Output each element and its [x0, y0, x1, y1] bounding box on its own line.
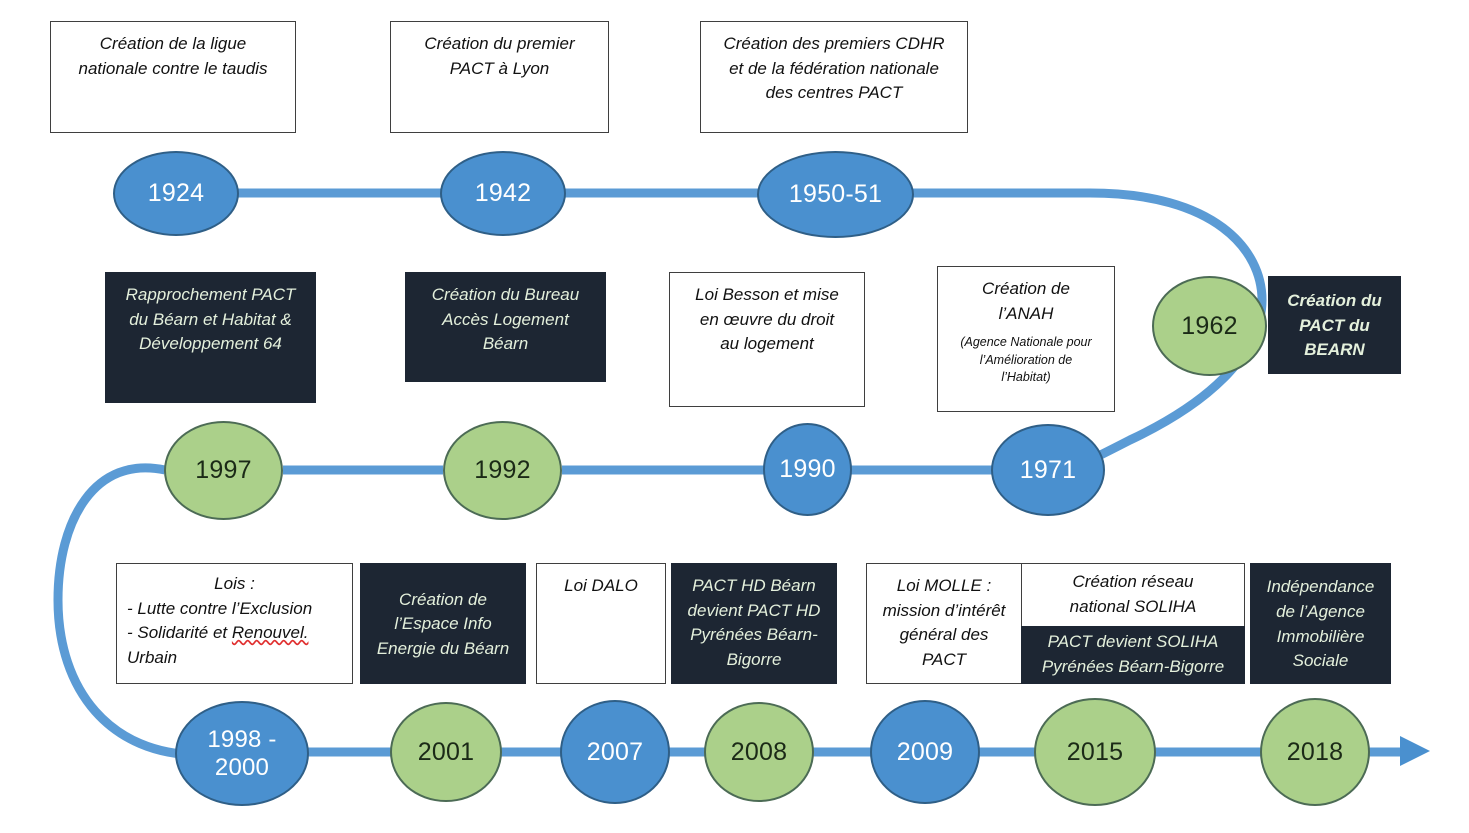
event-line: Développement 64 — [139, 334, 282, 354]
event-box-2007: Loi DALO — [536, 563, 666, 684]
event-line: en œuvre du droit — [699, 309, 835, 329]
event-line: PACT devient SOLIHA — [1047, 632, 1219, 652]
timeline-node-1990[interactable]: 1990 — [763, 423, 852, 516]
event-box-1971: Création de l’ANAH (Agence Nationale pou… — [937, 266, 1115, 412]
timeline-node-2018[interactable]: 2018 — [1260, 698, 1370, 806]
event-box-1950-51: Création des premiers CDHR et de la fédé… — [700, 21, 968, 133]
event-list-item: - Lutte contre l’Exclusion — [127, 598, 313, 618]
timeline-node-2008[interactable]: 2008 — [704, 702, 814, 802]
event-box-1962: Création du PACT du BEARN — [1268, 276, 1401, 374]
event-box-2015-bottom: PACT devient SOLIHA Pyrénées Béarn-Bigor… — [1021, 625, 1245, 684]
event-line: Indépendance — [1266, 577, 1375, 597]
node-label: 1998 - 2000 — [207, 725, 277, 781]
event-list-item: Urbain — [127, 647, 178, 667]
event-line: Création de la ligue — [99, 34, 247, 53]
event-line: Béarn — [482, 334, 529, 354]
timeline-node-1998-2000[interactable]: 1998 - 2000 — [175, 701, 309, 806]
event-box-2009: Loi MOLLE : mission d’intérêt général de… — [866, 563, 1022, 684]
event-line: au logement — [720, 334, 814, 354]
event-line: Loi Besson et mise — [695, 285, 839, 304]
event-line: Rapprochement PACT — [125, 285, 296, 304]
node-label: 2008 — [730, 737, 788, 766]
node-label: 1992 — [474, 456, 531, 485]
event-list-title: Lois : — [214, 574, 255, 593]
event-line: Immobilière — [1276, 626, 1365, 646]
event-line: Création du — [1287, 291, 1382, 311]
node-label: 1962 — [1181, 311, 1238, 340]
event-line: Création de — [399, 589, 487, 609]
event-box-2001: Création de l’Espace Info Energie du Béa… — [360, 563, 526, 684]
node-label: 2018 — [1286, 737, 1344, 766]
timeline-node-1992[interactable]: 1992 — [443, 421, 562, 520]
event-line: devient PACT HD — [687, 600, 821, 620]
timeline-node-1950-51[interactable]: 1950-51 — [757, 151, 914, 238]
node-label: 1997 — [195, 456, 252, 485]
event-box-1997: Rapprochement PACT du Béarn et Habitat &… — [105, 272, 316, 403]
timeline-node-1962[interactable]: 1962 — [1152, 276, 1267, 376]
timeline-node-1924[interactable]: 1924 — [113, 151, 239, 236]
event-line: Pyrénées Béarn-Bigorre — [1041, 656, 1225, 676]
timeline-node-2009[interactable]: 2009 — [870, 700, 980, 804]
event-line: mission d’intérêt — [882, 600, 1006, 620]
event-box-1942: Création du premier PACT à Lyon — [390, 21, 609, 133]
event-line: Création du Bureau — [431, 285, 580, 304]
timeline-node-1971[interactable]: 1971 — [991, 424, 1105, 516]
event-subline: l’Amélioration de — [979, 352, 1073, 367]
node-label: 1971 — [1019, 455, 1077, 484]
node-label: 1990 — [779, 455, 836, 484]
event-box-2015: Création réseau national SOLIHA PACT dev… — [1021, 563, 1245, 684]
timeline-node-2007[interactable]: 2007 — [560, 700, 670, 804]
timeline-node-1997[interactable]: 1997 — [164, 421, 283, 520]
event-line: PACT à Lyon — [449, 58, 550, 78]
event-line: du Béarn et Habitat & — [129, 309, 292, 329]
event-box-1998-2000: Lois : - Lutte contre l’Exclusion - Soli… — [116, 563, 353, 684]
event-line: Création des premiers CDHR — [723, 34, 945, 53]
event-box-2018: Indépendance de l’Agence Immobilière Soc… — [1250, 563, 1391, 684]
event-line: Création du premier — [424, 34, 575, 53]
node-label: 1942 — [474, 179, 532, 208]
event-line: national SOLIHA — [1069, 596, 1197, 616]
event-line: général des — [899, 625, 989, 645]
event-line: nationale contre le taudis — [78, 58, 268, 78]
node-label: 2007 — [586, 737, 644, 766]
event-list-item: - Solidarité et Renouvel. — [127, 623, 309, 643]
event-subline: (Agence Nationale pour — [960, 335, 1092, 350]
event-box-1924: Création de la ligue nationale contre le… — [50, 21, 296, 133]
event-box-1990: Loi Besson et mise en œuvre du droit au … — [669, 272, 865, 407]
event-box-2015-top: Création réseau national SOLIHA — [1021, 563, 1245, 626]
event-line: Accès Logement — [442, 309, 569, 329]
node-label: 2015 — [1066, 737, 1124, 766]
timeline-end-arrow-icon — [1400, 736, 1430, 766]
event-line: Création réseau — [1072, 572, 1194, 592]
event-line: des centres PACT — [765, 83, 903, 103]
event-line: Sociale — [1292, 651, 1349, 671]
event-box-2008: PACT HD Béarn devient PACT HD Pyrénées B… — [671, 563, 837, 684]
node-label: 2009 — [896, 737, 954, 766]
event-line: et de la fédération nationale — [729, 58, 939, 78]
timeline-node-2001[interactable]: 2001 — [390, 702, 502, 802]
event-line: PACT du — [1299, 315, 1370, 335]
node-label: 2001 — [417, 737, 475, 766]
event-line: Bigorre — [726, 649, 782, 669]
event-box-1992: Création du Bureau Accès Logement Béarn — [405, 272, 606, 382]
event-line: Loi MOLLE : — [896, 576, 992, 595]
event-line: l’ANAH — [998, 303, 1054, 323]
event-subline: l’Habitat) — [1001, 370, 1051, 385]
event-line: PACT — [921, 649, 967, 669]
event-line: PACT HD Béarn — [692, 576, 816, 595]
event-line: BEARN — [1304, 340, 1365, 360]
timeline-node-1942[interactable]: 1942 — [440, 151, 566, 236]
event-line: l’Espace Info — [394, 614, 492, 634]
event-line: de l’Agence — [1276, 601, 1365, 621]
node-label: 1950-51 — [788, 180, 883, 209]
event-line: Pyrénées Béarn- — [690, 625, 818, 645]
timeline-node-2015[interactable]: 2015 — [1034, 698, 1156, 806]
misspelled-word: Renouvel. — [231, 623, 309, 643]
node-label: 1924 — [147, 179, 205, 208]
event-line: Création de — [982, 279, 1070, 298]
event-line: Energie du Béarn — [376, 638, 510, 658]
event-line: Loi DALO — [564, 576, 638, 595]
